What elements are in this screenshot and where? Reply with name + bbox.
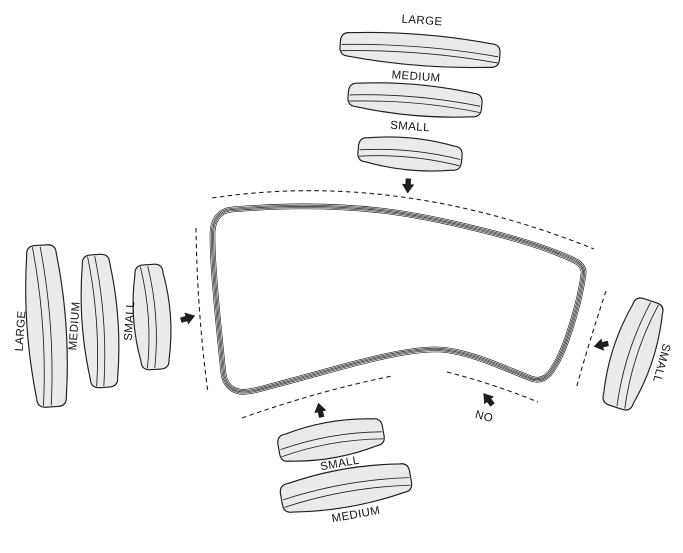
guide-bottom-right-no bbox=[446, 371, 539, 403]
pad-left-large bbox=[25, 244, 68, 408]
guide-right bbox=[575, 290, 607, 390]
pad-left-small bbox=[132, 263, 172, 371]
label-no: NO bbox=[474, 409, 494, 425]
pad-left-large-body bbox=[25, 244, 68, 408]
guide-top bbox=[211, 190, 595, 250]
arrow-left-icon bbox=[593, 338, 609, 351]
pad-bottom-medium-body bbox=[279, 463, 413, 513]
arrow-no-icon bbox=[483, 393, 495, 407]
label-left-medium: MEDIUM bbox=[67, 301, 82, 351]
label-top-large: LARGE bbox=[401, 14, 443, 29]
pad-top-medium bbox=[347, 82, 483, 118]
arrow-right-icon bbox=[180, 312, 196, 325]
pad-left-medium-body bbox=[80, 253, 120, 389]
pad-right-small bbox=[602, 297, 664, 411]
arrow-up-icon bbox=[314, 402, 327, 418]
guide-left bbox=[195, 227, 209, 394]
label-top-medium: MEDIUM bbox=[391, 69, 441, 84]
pad-top-large-body bbox=[339, 31, 501, 69]
label-top-small: SMALL bbox=[390, 120, 431, 135]
pad-bottom-small-body bbox=[277, 418, 385, 462]
pad-bottom-medium bbox=[279, 463, 413, 513]
pad-bottom-small bbox=[277, 418, 385, 462]
pad-top-large bbox=[339, 31, 501, 69]
pad-top-small-body bbox=[357, 136, 463, 172]
arrow-down-icon bbox=[401, 178, 415, 194]
pad-left-medium bbox=[80, 253, 120, 389]
pad-top-small bbox=[357, 136, 463, 172]
label-left-small: SMALL bbox=[123, 301, 138, 342]
pad-left-small-body bbox=[132, 263, 172, 371]
label-left-large: LARGE bbox=[14, 310, 29, 352]
bed-outline bbox=[212, 206, 583, 392]
pad-top-medium-body bbox=[347, 82, 483, 118]
guide-bottom-left bbox=[241, 375, 393, 419]
